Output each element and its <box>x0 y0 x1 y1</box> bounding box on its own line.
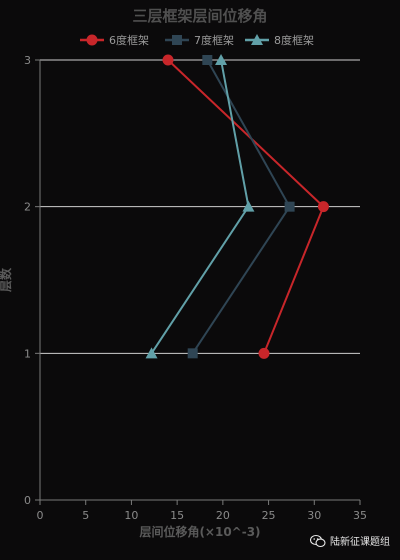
data-point[interactable] <box>145 347 158 359</box>
x-tick-label: 20 <box>216 509 230 522</box>
legend-label: 8度框架 <box>274 33 314 47</box>
series-1 <box>162 54 329 359</box>
y-tick-label: 0 <box>24 494 31 507</box>
data-point[interactable] <box>258 347 270 359</box>
x-tick-label: 35 <box>353 509 367 522</box>
legend-label: 6度框架 <box>109 33 149 47</box>
data-point[interactable] <box>242 200 255 212</box>
data-point[interactable] <box>284 201 295 212</box>
data-point[interactable] <box>202 55 213 65</box>
x-tick-label: 0 <box>37 509 44 522</box>
legend-marker <box>86 34 98 46</box>
watermark-text: 陆新征课题组 <box>330 537 390 548</box>
y-axis-label: 层数 <box>0 267 13 292</box>
data-point[interactable] <box>162 54 174 66</box>
x-tick-label: 5 <box>82 509 89 522</box>
series-group <box>145 54 329 359</box>
legend[interactable]: 6度框架 7度框架 8度框架 <box>80 33 314 47</box>
y-tick-label: 1 <box>24 347 31 360</box>
y-tick-label: 3 <box>24 54 31 67</box>
x-tick-label: 15 <box>170 509 184 522</box>
series-2 <box>187 55 295 359</box>
chart-title: 三层框架层间位移角 <box>132 7 267 25</box>
x-tick-label: 25 <box>262 509 276 522</box>
legend-marker <box>172 35 182 45</box>
legend-item-2[interactable]: 7度框架 <box>165 33 234 47</box>
legend-label: 7度框架 <box>194 33 234 47</box>
legend-item-1[interactable]: 6度框架 <box>80 33 149 47</box>
x-tick-label: 10 <box>124 509 138 522</box>
x-axis-label: 层间位移角(×10^-3) <box>139 524 260 539</box>
legend-marker <box>251 34 263 45</box>
series-3 <box>145 54 255 359</box>
legend-item-3[interactable]: 8度框架 <box>245 33 314 47</box>
data-point[interactable] <box>187 348 198 359</box>
y-tick-label: 2 <box>24 201 31 214</box>
data-point[interactable] <box>317 201 329 213</box>
gridlines <box>40 59 360 354</box>
x-tick-label: 30 <box>307 509 321 522</box>
watermark: 陆新征课题组 <box>310 533 390 548</box>
wechat-icon <box>310 534 326 547</box>
data-point[interactable] <box>215 54 228 65</box>
